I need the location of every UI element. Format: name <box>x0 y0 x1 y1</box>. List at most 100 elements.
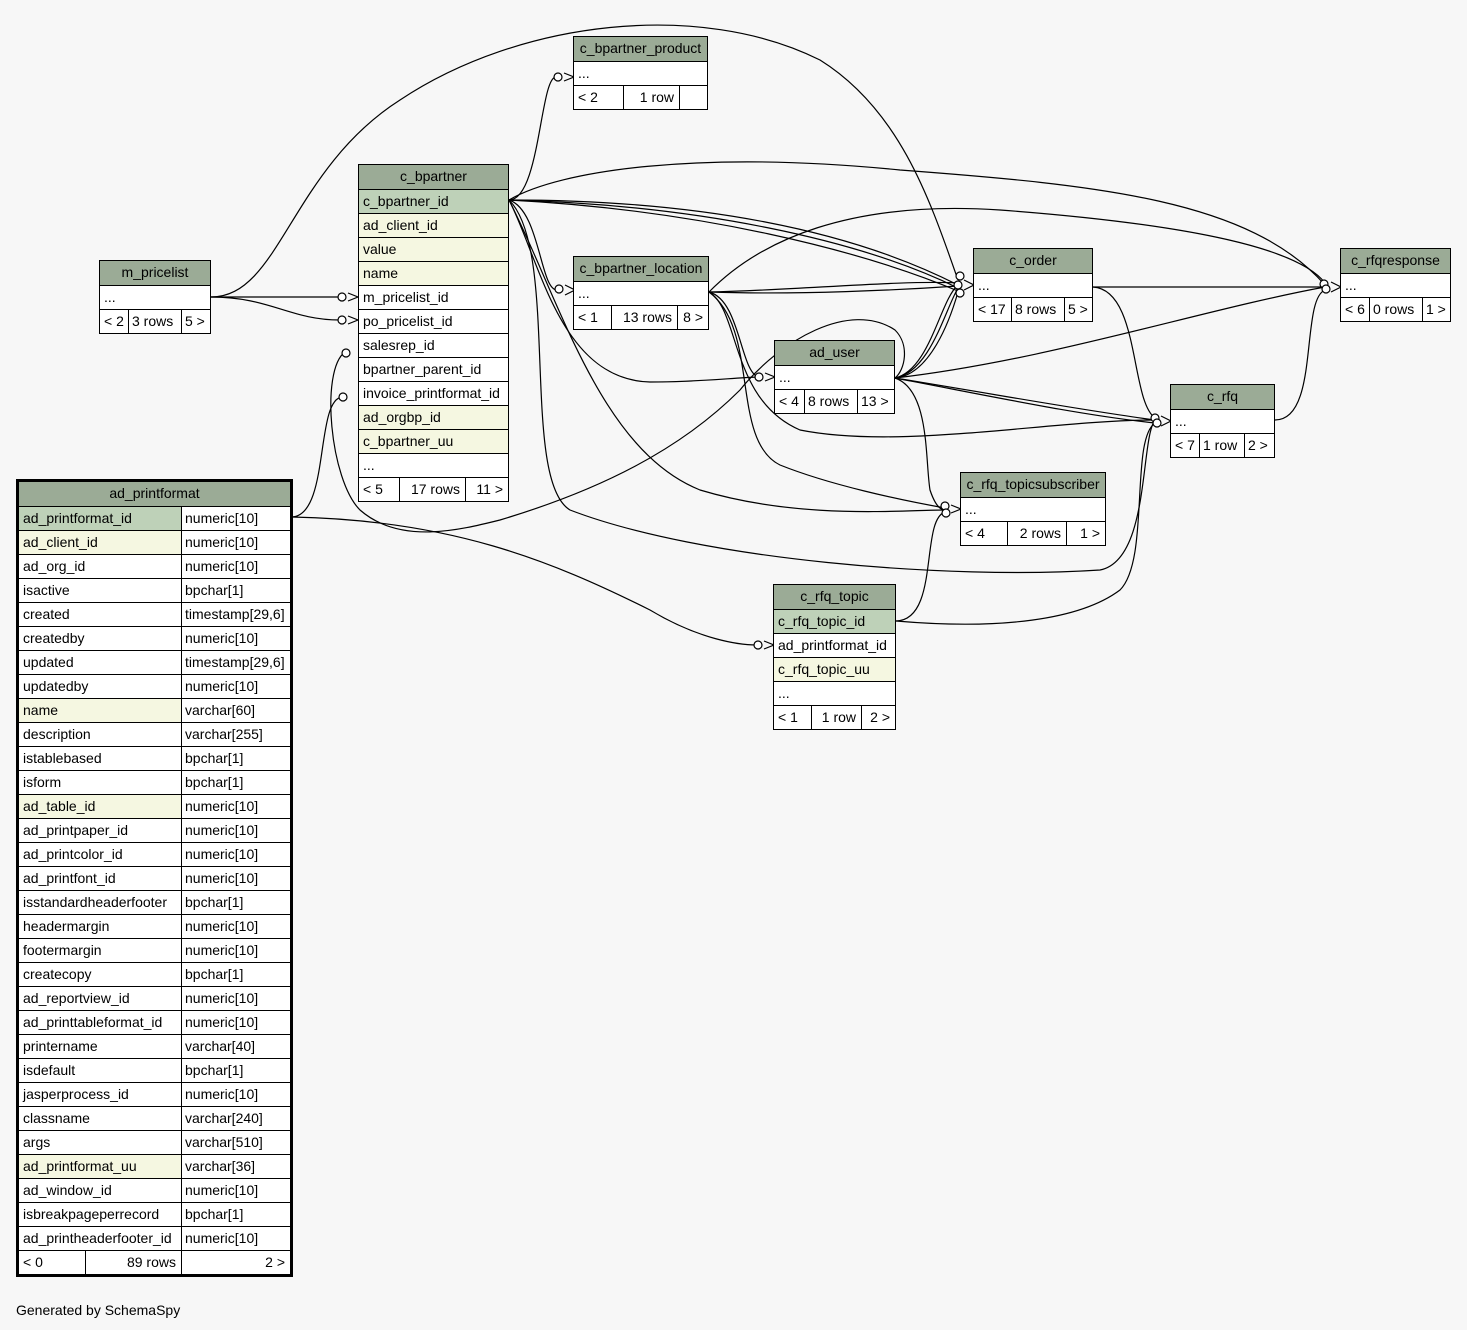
row-count: 3 rows <box>128 310 181 333</box>
column-name: isactive <box>23 582 70 598</box>
column-name: ... <box>1345 277 1357 293</box>
table-m-pricelist[interactable]: m_pricelist ... < 2 3 rows 5 > <box>99 260 211 334</box>
column-type: timestamp[29,6] <box>181 603 290 626</box>
table-footer: < 2 3 rows 5 > <box>100 309 210 333</box>
table-c-rfqresponse[interactable]: c_rfqresponse ... < 6 0 rows 1 > <box>1340 248 1451 322</box>
column-type: numeric[10] <box>181 1227 290 1250</box>
children-link[interactable]: 5 > <box>1064 298 1092 321</box>
column-row: ad_orgbp_id <box>359 405 508 429</box>
children-link[interactable]: 2 > <box>861 706 895 729</box>
column-name: istablebased <box>23 750 102 766</box>
column-row: ... <box>359 453 508 477</box>
column-row: ... <box>574 61 707 85</box>
parents-link[interactable]: < 4 <box>779 393 799 409</box>
column-type: numeric[10] <box>181 795 290 818</box>
table-header[interactable]: c_rfq_topicsubscriber <box>961 473 1105 497</box>
column-type: varchar[60] <box>181 699 290 722</box>
table-header[interactable]: c_bpartner_product <box>574 37 707 61</box>
column-type: numeric[10] <box>181 531 290 554</box>
table-c-bpartner[interactable]: c_bpartner c_bpartner_id ad_client_id va… <box>358 164 509 502</box>
table-header[interactable]: c_order <box>974 249 1092 273</box>
table-header[interactable]: c_rfqresponse <box>1341 249 1450 273</box>
parents-link[interactable]: < 5 <box>363 481 383 497</box>
table-header[interactable]: c_bpartner <box>359 165 508 189</box>
parents-link[interactable]: < 2 <box>578 89 598 105</box>
table-header[interactable]: ad_printformat <box>19 482 290 506</box>
table-header[interactable]: c_rfq <box>1171 385 1274 409</box>
row-count: 1 row <box>1199 434 1244 457</box>
column-type: numeric[10] <box>181 843 290 866</box>
column-row: ... <box>961 497 1105 521</box>
parents-link[interactable]: < 4 <box>965 525 985 541</box>
parents-link[interactable]: < 2 <box>104 313 124 329</box>
children-link[interactable]: 2 > <box>181 1251 290 1274</box>
table-footer: < 1 1 row 2 > <box>774 705 895 729</box>
table-footer: < 6 0 rows 1 > <box>1341 297 1450 321</box>
children-link[interactable]: 1 > <box>1066 522 1105 545</box>
children-link[interactable]: 11 > <box>465 478 508 501</box>
table-header[interactable]: ad_user <box>775 341 894 365</box>
column-name: ad_printformat_uu <box>23 1158 137 1174</box>
table-footer: < 0 89 rows 2 > <box>19 1250 290 1274</box>
parents-link[interactable]: < 7 <box>1175 437 1195 453</box>
parents-link[interactable]: < 6 <box>1345 301 1365 317</box>
table-c-bpartner-product[interactable]: c_bpartner_product ... < 2 1 row <box>573 36 708 110</box>
children-link[interactable]: 2 > <box>1244 434 1274 457</box>
table-header[interactable]: c_rfq_topic <box>774 585 895 609</box>
table-header[interactable]: m_pricelist <box>100 261 210 285</box>
table-c-bpartner-location[interactable]: c_bpartner_location ... < 1 13 rows 8 > <box>573 256 709 330</box>
column-name: ad_client_id <box>23 534 98 550</box>
column-name: c_bpartner_uu <box>363 433 454 449</box>
table-c-rfq[interactable]: c_rfq ... < 7 1 row 2 > <box>1170 384 1275 458</box>
table-c-rfq-topic[interactable]: c_rfq_topic c_rfq_topic_id ad_printforma… <box>773 584 896 730</box>
column-name: headermargin <box>23 918 110 934</box>
column-type: varchar[240] <box>181 1107 290 1130</box>
column-name: c_rfq_topic_uu <box>778 661 870 677</box>
table-header[interactable]: c_bpartner_location <box>574 257 708 281</box>
table-c-rfq-topicsubscriber[interactable]: c_rfq_topicsubscriber ... < 4 2 rows 1 > <box>960 472 1106 546</box>
generated-by-footer: Generated by SchemaSpy <box>16 1302 181 1318</box>
column-name: bpartner_parent_id <box>363 361 482 377</box>
row-count: 8 rows <box>804 390 857 413</box>
table-ad-user[interactable]: ad_user ... < 4 8 rows 13 > <box>774 340 895 414</box>
parents-link[interactable]: < 1 <box>578 309 598 325</box>
children-link[interactable]: 1 > <box>1422 298 1450 321</box>
column-type: numeric[10] <box>181 1011 290 1034</box>
column-type: bpchar[1] <box>181 891 290 914</box>
column-name: ad_orgbp_id <box>363 409 441 425</box>
children-link[interactable]: 8 > <box>677 306 708 329</box>
column-type: bpchar[1] <box>181 1203 290 1226</box>
table-c-order[interactable]: c_order ... < 17 8 rows 5 > <box>973 248 1093 322</box>
column-row: name varchar[60] <box>19 698 290 722</box>
parents-link[interactable]: < 1 <box>778 709 798 725</box>
column-name: args <box>23 1134 51 1150</box>
column-type: bpchar[1] <box>181 963 290 986</box>
column-name: name <box>23 702 59 718</box>
column-name: name <box>363 265 399 281</box>
row-count: 89 rows <box>85 1251 181 1274</box>
children-link[interactable]: 13 > <box>857 390 894 413</box>
column-row: ... <box>1341 273 1450 297</box>
children-link[interactable] <box>679 86 707 109</box>
parents-link[interactable]: < 17 <box>978 301 1006 317</box>
parents-link[interactable]: < 0 <box>23 1254 43 1270</box>
children-link[interactable]: 5 > <box>181 310 210 333</box>
